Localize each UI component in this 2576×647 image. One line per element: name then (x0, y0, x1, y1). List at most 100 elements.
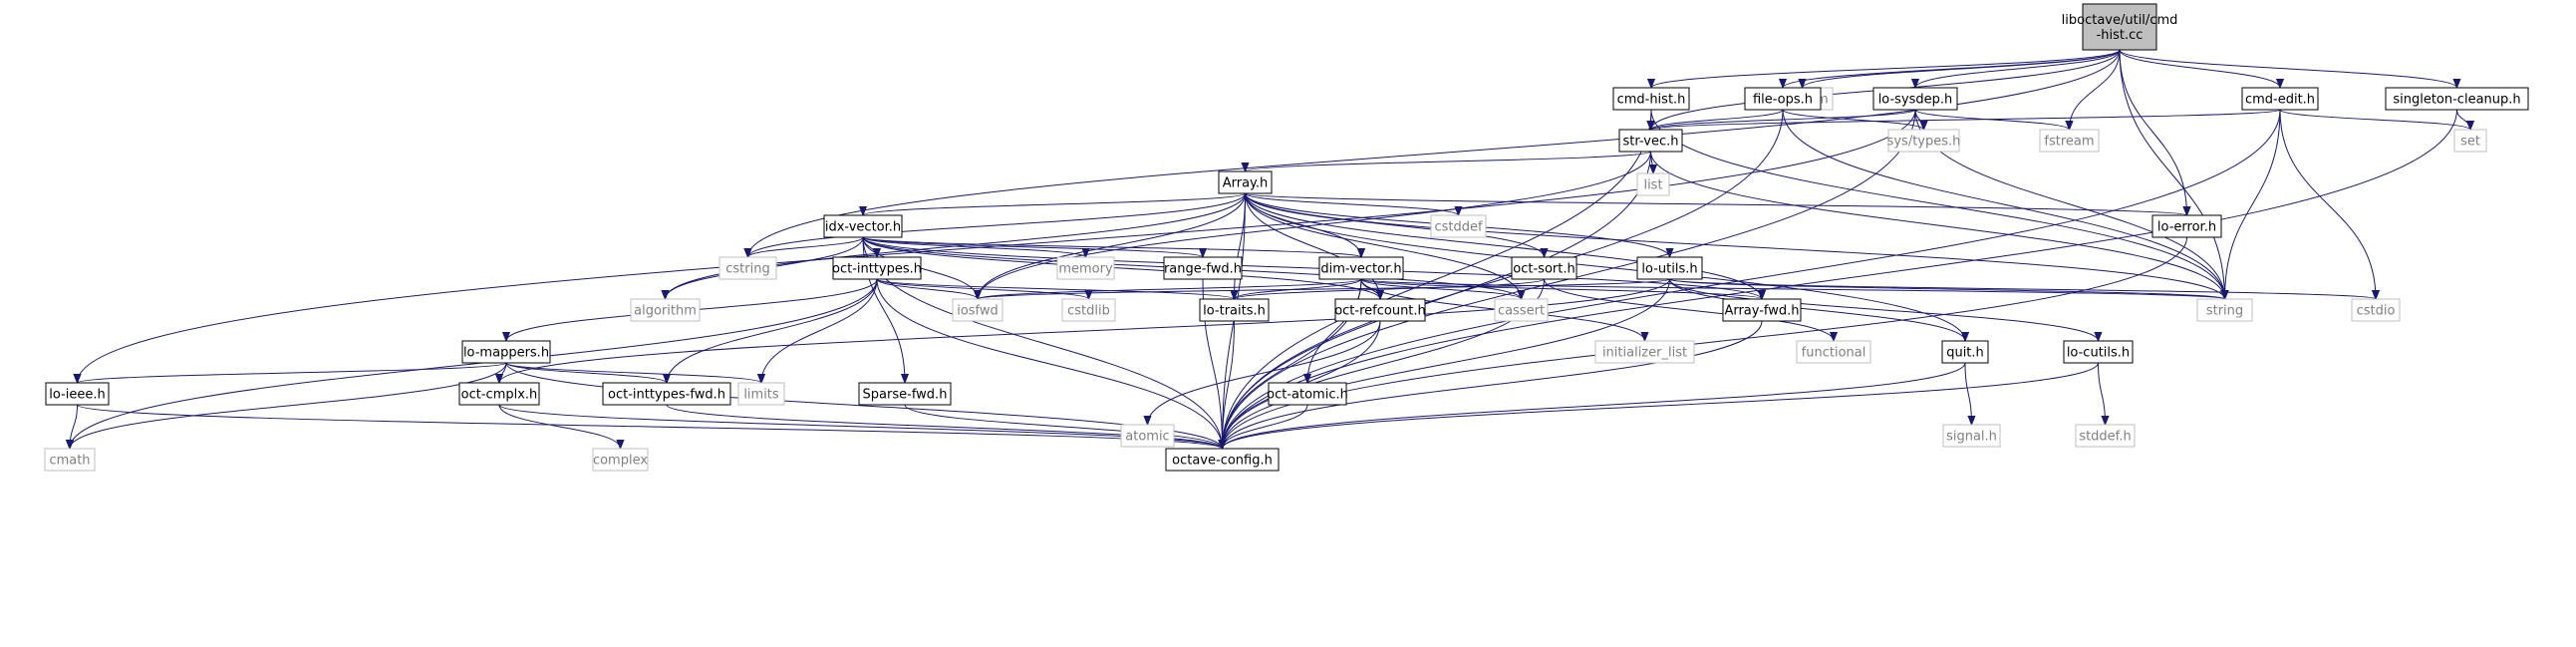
node-lo-mappers-h[interactable]: lo-mappers.h (461, 340, 551, 364)
edge-oct_inttypes_h-to-lo_traits_h (876, 278, 1235, 300)
node-sys-types-h: sys/types.h (1887, 129, 1961, 153)
node-label: Sparse-fwd.h (863, 388, 948, 403)
node-box (1120, 424, 1175, 448)
node-box (1061, 298, 1116, 322)
node-label: dim-vector.h (1320, 262, 1401, 277)
node-cassert: cassert (1494, 298, 1549, 322)
edge-dim_vector_h-to-cassert (1360, 278, 1522, 300)
edge-oct_inttypes_h-to-cmath (70, 278, 878, 449)
node-box (823, 214, 903, 238)
node-label: lo-error.h (2157, 220, 2216, 235)
edge-str_vec_h-to-octave_config_h (1223, 151, 1651, 449)
node-dim-vector-h[interactable]: dim-vector.h (1318, 256, 1404, 280)
node-box (1494, 298, 1549, 322)
edge-root-to-file_ops_h (1783, 49, 2121, 89)
edge-lo_mappers_h-to-octave_config_h (505, 362, 1223, 450)
node-label: quit.h (1946, 346, 1984, 361)
edge-oct_inttypes_fwd_h-to-octave_config_h (666, 404, 1223, 450)
node-lo-sysdep-h[interactable]: lo-sysdep.h (1872, 87, 1958, 111)
node-label: range-fwd.h (1164, 262, 1242, 277)
node-oct-cmplx-h[interactable]: oct-cmplx.h (458, 382, 540, 406)
node-array-h[interactable]: Array.h (1218, 170, 1273, 194)
node-label: liboctave/util/cmd-hist.cc (2062, 13, 2178, 43)
node-cmd-hist-h[interactable]: cmd-hist.h (1612, 87, 1690, 111)
node-range-fwd-h[interactable]: range-fwd.h (1163, 256, 1243, 280)
edge-layer (70, 49, 2470, 450)
node-box (2196, 298, 2253, 322)
node-oct-atomic-h[interactable]: oct-atomic.h (1267, 382, 1348, 406)
node-label: memory (1058, 262, 1113, 277)
node-box (461, 340, 551, 364)
node-label: lo-sysdep.h (1878, 93, 1953, 108)
edge-cmd_edit_h-to-set (2279, 109, 2470, 131)
edge-array_h-to-oct_sort_h (1245, 192, 1545, 258)
edge-array_h-to-lo_error_h (1245, 192, 2187, 216)
node-singleton-h[interactable]: singleton-cleanup.h (2385, 87, 2529, 111)
node-label: singleton-cleanup.h (2393, 93, 2520, 108)
edge-lo_ieee_h-to-octave_config_h (77, 404, 1223, 450)
node-lo-ieee-h[interactable]: lo-ieee.h (45, 382, 110, 406)
node-quit-h[interactable]: quit.h (1941, 340, 1989, 364)
node-memory: memory (1056, 256, 1115, 280)
node-idx-vector-h[interactable]: idx-vector.h (823, 214, 903, 238)
node-oct-inttypes-fwd-h[interactable]: oct-inttypes-fwd.h (602, 382, 731, 406)
edge-dim_vector_h-to-iosfwd (978, 278, 1362, 300)
edge-lo_utils_h-to-iosfwd (978, 278, 1670, 300)
node-oct-sort-h[interactable]: oct-sort.h (1511, 256, 1577, 280)
node-box (858, 382, 952, 406)
node-root[interactable]: liboctave/util/cmd-hist.cc (2062, 3, 2178, 51)
edge-dim_vector_h-to-oct_atomic_h (1307, 278, 1362, 383)
edge-root-to-lo_sysdep_h (1915, 49, 2121, 89)
edge-idx_vector_h-to-memory (862, 236, 1086, 258)
node-oct-inttypes-h[interactable]: oct-inttypes.h (832, 256, 922, 280)
edge-dim_vector_h-to-array_fwd_h (1360, 278, 1762, 300)
edge-array_fwd_h-to-octave_config_h (1223, 320, 1763, 449)
node-label: sys/types.h (1887, 135, 1961, 150)
node-label: oct-sort.h (1513, 262, 1574, 277)
node-oct-refcount-h[interactable]: oct-refcount.h (1334, 298, 1426, 322)
node-sparse-fwd-h[interactable]: Sparse-fwd.h (858, 382, 952, 406)
edge-dim_vector_h-to-string (1360, 278, 2225, 300)
edge-sparse_fwd_h-to-octave_config_h (904, 404, 1223, 450)
edge-idx_vector_h-to-cstring (748, 236, 864, 258)
node-box (1636, 172, 1670, 196)
node-set: set (2453, 129, 2487, 153)
edge-array_h-to-string (1245, 192, 2225, 300)
node-cstring: cstring (718, 256, 777, 280)
node-array-fwd-h[interactable]: Array-fwd.h (1722, 298, 1802, 322)
node-box (1511, 256, 1577, 280)
node-label: lo-utils.h (1641, 262, 1697, 277)
edge-file_ops_h-to-str_vec_h (1651, 109, 1784, 131)
edge-lo_mappers_h-to-oct_inttypes_fwd_h (505, 362, 667, 384)
node-signal-h: signal.h (1942, 424, 2001, 448)
node-label: oct-refcount.h (1334, 304, 1426, 319)
edge-oct_inttypes_h-to-limits (761, 278, 878, 383)
node-label: complex (593, 454, 648, 469)
edge-cmd_hist_h-to-octave_config_h (1223, 109, 1652, 449)
node-label: list (1643, 178, 1662, 193)
edge-lo_cutils_h-to-stddef_h (2098, 362, 2106, 425)
node-box (1618, 129, 1683, 153)
node-file-ops-h[interactable]: file-ops.h (1744, 87, 1822, 111)
node-box (832, 256, 922, 280)
node-fstream: fstream (2039, 129, 2100, 153)
node-str-vec-h[interactable]: str-vec.h (1618, 129, 1683, 153)
node-lo-traits-h[interactable]: lo-traits.h (1199, 298, 1270, 322)
node-box (1268, 382, 1347, 406)
node-octave-config-h[interactable]: octave-config.h (1165, 448, 1280, 472)
edge-lo_utils_h-to-quit_h (1669, 278, 1966, 342)
node-box (2453, 129, 2487, 153)
node-lo-error-h[interactable]: lo-error.h (2151, 214, 2222, 238)
node-lo-utils-h[interactable]: lo-utils.h (1636, 256, 1703, 280)
node-label: iosfwd (957, 304, 999, 319)
node-box (1872, 87, 1958, 111)
node-cmd-edit-h[interactable]: cmd-edit.h (2241, 87, 2319, 111)
node-box (2039, 129, 2100, 153)
node-label: cstdio (2357, 304, 2396, 319)
node-lo-cutils-h[interactable]: lo-cutils.h (2063, 340, 2134, 364)
node-label: cassert (1498, 304, 1545, 319)
edge-array_h-to-cstddef (1245, 192, 1459, 216)
node-label: set (2460, 135, 2480, 150)
edge-cmd_edit_h-to-string (2225, 109, 2281, 299)
node-box (2241, 87, 2319, 111)
